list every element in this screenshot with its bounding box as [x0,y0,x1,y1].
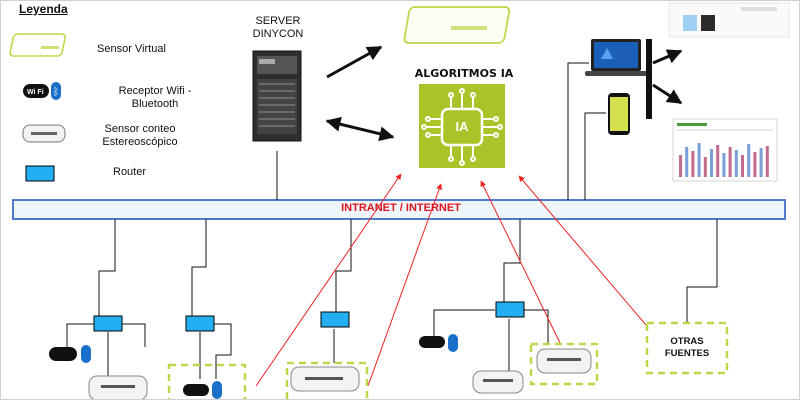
legend-wifi-bluetooth-icon: Wi Fi ᛒ [23,82,61,100]
dashboard-mini-bar [753,152,757,177]
dashboard-mini-bar [703,157,707,177]
legend-label-router: Router [113,166,147,178]
server-icon [252,50,302,142]
dashboard-mini-bar [685,147,689,177]
legend-stereo-sensor-icon [22,124,66,143]
dashboard-mini-bar [728,147,732,177]
smartphone-icon [608,93,630,135]
dashboard-mini-bar [716,145,720,177]
upper-connections [276,62,606,200]
stereo-sensor-2-icon [290,366,360,392]
router-2 [185,315,215,332]
legend-label-wifi-bluetooth: Receptor Wifi - Bluetooth [118,85,192,110]
legend-router-icon [25,165,55,182]
intranet-bus [12,199,786,220]
legend-title: Leyenda [19,2,68,16]
legend-label-virtual-sensor: Sensor Virtual [97,43,166,55]
router-4 [495,301,525,318]
ai-title: ALGORITMOS IA [414,67,514,80]
arrow-to-dashboard-bottom [652,83,683,105]
svg-text:ᛒ: ᛒ [53,87,59,98]
dashboard-mini-bar [679,155,682,177]
laptop-icon [585,39,647,76]
dashboard-mini-bar [741,155,744,177]
other-sources-label: OTRAS FUENTES [664,336,710,359]
router-3 [320,311,350,328]
legend-label-stereo-sensor: Sensor conteo Estereoscópico [102,123,178,148]
svg-text:Wi Fi: Wi Fi [27,89,44,96]
stereo-sensor-1-icon [88,375,148,399]
stereo-sensor-3-icon [472,370,524,394]
virtual-group-boxes [167,321,729,399]
dashboard-mini-bar [722,153,726,177]
arrow-to-dashboard-top [652,49,683,65]
dashboard-mini-bar [747,144,751,177]
red-data-links [255,173,647,387]
wifi-receiver-2-icon [183,381,222,399]
stereo-sensor-4-icon [536,348,592,374]
dashboard-mini-bar [691,151,695,177]
legend-virtual-sensor-icon [9,33,67,57]
virtual-sensor-top-icon [403,6,511,44]
dashboard-mini-bar [734,150,738,177]
dashboard-mini-bar [697,143,701,177]
ai-chip-label: IA [455,119,469,134]
output-bar [646,39,652,119]
dashboard-top-image [668,2,790,38]
wifi-receiver-3-icon [419,334,458,352]
ai-chip-icon [419,84,505,168]
dashboard-mini-bar [759,148,763,177]
wifi-receiver-1-icon [49,345,91,363]
dashboard-mini-bar [710,149,713,177]
dashboard-bottom-image [672,118,778,182]
server-to-virtual-sensor-arrow [326,45,383,79]
bus-label: INTRANET / INTERNET [341,202,461,214]
router-1 [93,315,123,332]
dashboard-mini-bar [765,146,769,177]
server-ai-bidirectional-arrow [325,116,395,142]
server-label: SERVER DINYCON [252,15,304,40]
lower-connections [66,219,718,379]
